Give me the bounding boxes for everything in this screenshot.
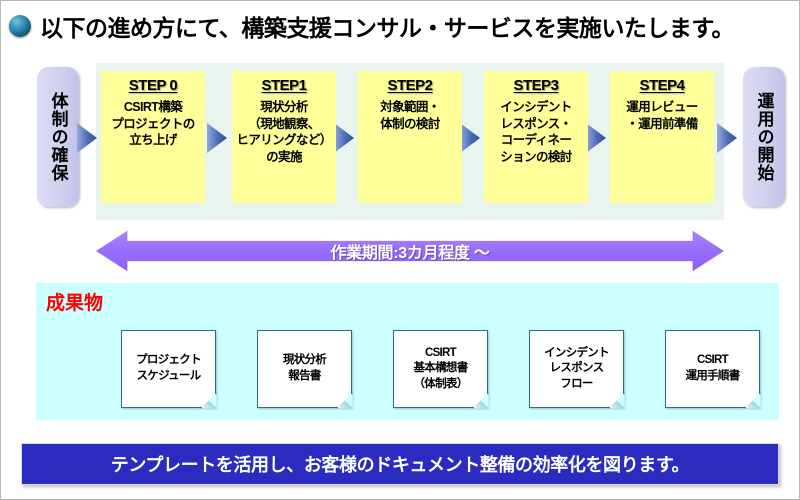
step-body-1: 現状分析（現地観察、ヒアリングなど）の実施 (236, 100, 332, 164)
arrow-connector-0-icon (77, 123, 97, 153)
duration-double-arrow: 作業期間:3カ月程度 ～ (96, 230, 724, 272)
flow-start-label: 体制の確保 (48, 92, 68, 182)
step-label-3: STEP3 (513, 77, 559, 94)
bottom-banner-text: テンプレートを活用し、お客様のドキュメント整備の効率化を図ります。 (110, 455, 690, 475)
step-label-0: STEP 0 (128, 77, 178, 94)
step-box-3[interactable]: STEP3 インシデントレスポンス・コーディネーションの検討 (484, 71, 588, 203)
flow-end-capsule: 運用の開始 (743, 67, 785, 207)
step-box-2[interactable]: STEP2 対象範囲・体制の検討 (358, 71, 462, 203)
deliverable-card-3[interactable]: インシデントレスポンスフロー (529, 330, 624, 408)
step-label-1: STEP1 (261, 77, 307, 94)
step-label-4: STEP4 (639, 77, 685, 94)
arrow-connector-5-icon (717, 123, 737, 153)
flow-start-capsule: 体制の確保 (37, 67, 79, 207)
step-box-4[interactable]: STEP4 運用レビュー・運用前準備 (610, 71, 714, 203)
sphere-bullet-icon (9, 15, 31, 37)
step-body-2: 対象範囲・体制の検討 (380, 100, 440, 131)
flow-end-label: 運用の開始 (754, 92, 774, 182)
bottom-banner: テンプレートを活用し、お客様のドキュメント整備の効率化を図ります。 (21, 443, 779, 485)
deliverable-label-3: インシデントレスポンスフロー (544, 346, 610, 390)
deliverable-label-1: 現状分析報告書 (282, 354, 327, 382)
step-label-2: STEP2 (387, 77, 433, 94)
page-title: 以下の進め方にて、構築支援コンサル・サービスを実施いたします。 (1, 5, 799, 47)
deliverables-title: 成果物 (46, 293, 104, 314)
deliverable-card-0[interactable]: プロジェクトスケジュール (121, 330, 216, 408)
page-title-text: 以下の進め方にて、構築支援コンサル・サービスを実施いたします。 (40, 15, 735, 41)
step-body-0: CSIRT構築プロジェクトの立ち上げ (111, 100, 195, 147)
deliverable-card-1[interactable]: 現状分析報告書 (257, 330, 352, 408)
duration-label: 作業期間:3カ月程度 ～ (330, 245, 490, 262)
deliverable-label-0: プロジェクトスケジュール (136, 354, 202, 382)
step-body-4: 運用レビュー・運用前準備 (626, 100, 698, 131)
step-box-1[interactable]: STEP1 現状分析（現地観察、ヒアリングなど）の実施 (232, 71, 336, 203)
step-box-0[interactable]: STEP 0 CSIRT構築プロジェクトの立ち上げ (101, 71, 205, 203)
step-body-3: インシデントレスポンス・コーディネーションの検討 (500, 100, 572, 164)
